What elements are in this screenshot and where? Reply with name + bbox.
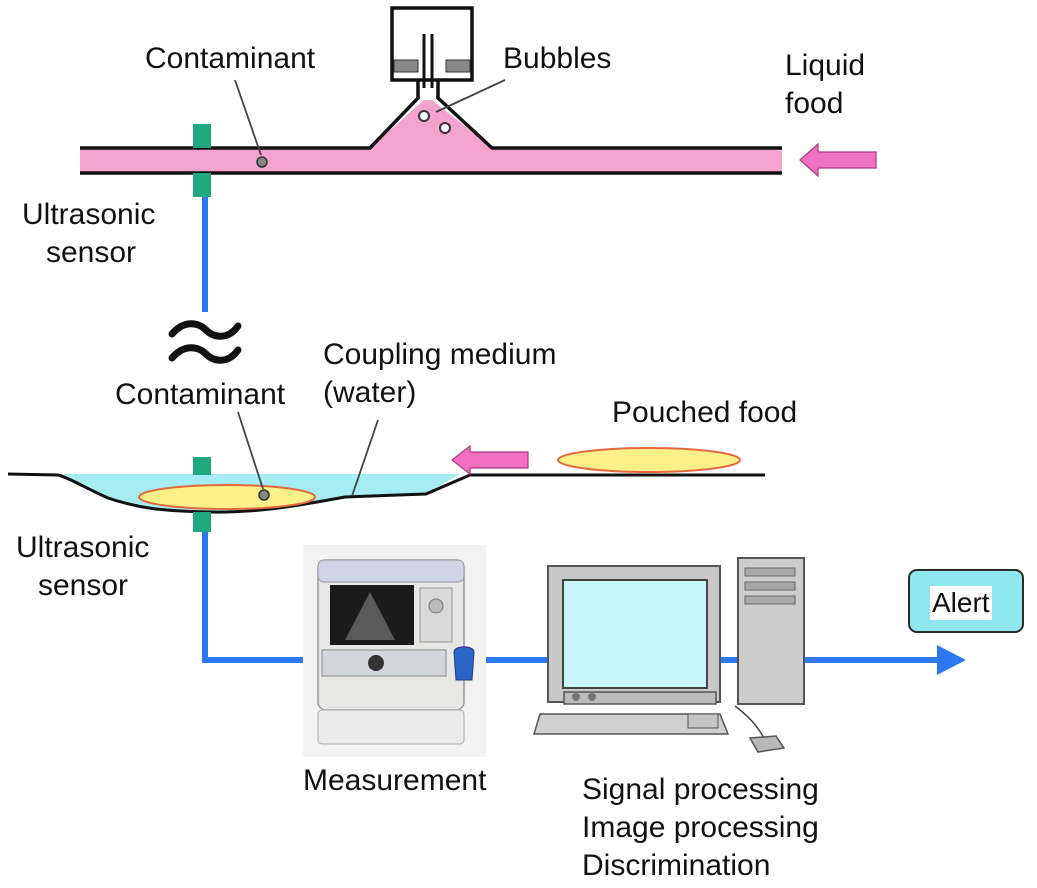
- approximately-equal-icon: [168, 320, 242, 364]
- liquid-food-label: Liquid food: [785, 47, 865, 123]
- alert-label: Alert: [930, 586, 992, 620]
- coupling-medium-leader: [351, 419, 379, 497]
- ultrasound-device-icon: [303, 545, 486, 757]
- ultrasonic-sensor-top-line1: Ultrasonic: [22, 198, 156, 231]
- bath-outline: [7, 472, 765, 514]
- flow-arrow-icon: [451, 444, 529, 476]
- bubbles-label: Bubbles: [503, 42, 612, 75]
- flow-arrow-icon: [799, 142, 877, 178]
- processing-line1: Signal processing: [582, 773, 819, 806]
- liquid-food-label-line1: Liquid: [785, 49, 866, 82]
- contaminant-label-top: Contaminant: [145, 42, 316, 75]
- ultrasonic-sensor-bottom-line1: Ultrasonic: [16, 531, 150, 564]
- ultrasonic-sensor-top-upper: [193, 124, 211, 148]
- pipe-top-wall-right: [436, 80, 782, 150]
- coupling-medium-line2: (water): [323, 376, 417, 409]
- pipe-liquid-fill: [80, 100, 782, 173]
- contaminant-particle-top: [256, 156, 268, 168]
- bubbles-leader: [435, 79, 506, 113]
- bubble-2: [439, 122, 451, 134]
- liquid-food-label-line2: food: [785, 87, 844, 120]
- contaminant-label-bottom: Contaminant: [115, 378, 286, 411]
- piston-seal-right: [445, 59, 471, 73]
- measurement-label: Measurement: [303, 764, 487, 797]
- pump-piston: [390, 6, 474, 88]
- contaminant-bottom-leader: [237, 411, 264, 490]
- piston-seal-left: [393, 59, 419, 73]
- contaminant-top-leader: [234, 79, 262, 156]
- signal-arrowhead: [937, 645, 966, 675]
- contaminant-particle-bottom: [258, 489, 270, 501]
- processing-line2: Image processing: [582, 811, 819, 844]
- ultrasonic-sensor-bottom-lower: [193, 512, 211, 532]
- water-bath: [7, 411, 765, 514]
- processing-line3: Discrimination: [582, 849, 771, 882]
- coupling-medium-line1: Coupling medium: [323, 338, 557, 371]
- bubble-1: [418, 110, 430, 122]
- ultrasonic-sensor-label-top: Ultrasonic sensor: [22, 196, 155, 272]
- pouch-in-water: [138, 484, 316, 510]
- pipe-top-wall: [80, 80, 420, 150]
- ultrasonic-sensor-bottom-upper: [193, 457, 211, 475]
- ultrasonic-sensor-top-lower: [193, 173, 211, 197]
- processing-label: Signal processing Image processing Discr…: [582, 771, 819, 885]
- coupling-medium-label: Coupling medium (water): [323, 336, 556, 412]
- ultrasonic-sensor-label-bottom: Ultrasonic sensor: [16, 529, 149, 605]
- ultrasonic-sensor-bottom-line2: sensor: [38, 569, 129, 602]
- ultrasonic-sensor-top-line2: sensor: [46, 236, 137, 269]
- pouched-food-item: [557, 447, 741, 473]
- liquid-pipe: [80, 79, 782, 175]
- computer-icon: [532, 557, 805, 753]
- pouched-food-label: Pouched food: [612, 396, 798, 429]
